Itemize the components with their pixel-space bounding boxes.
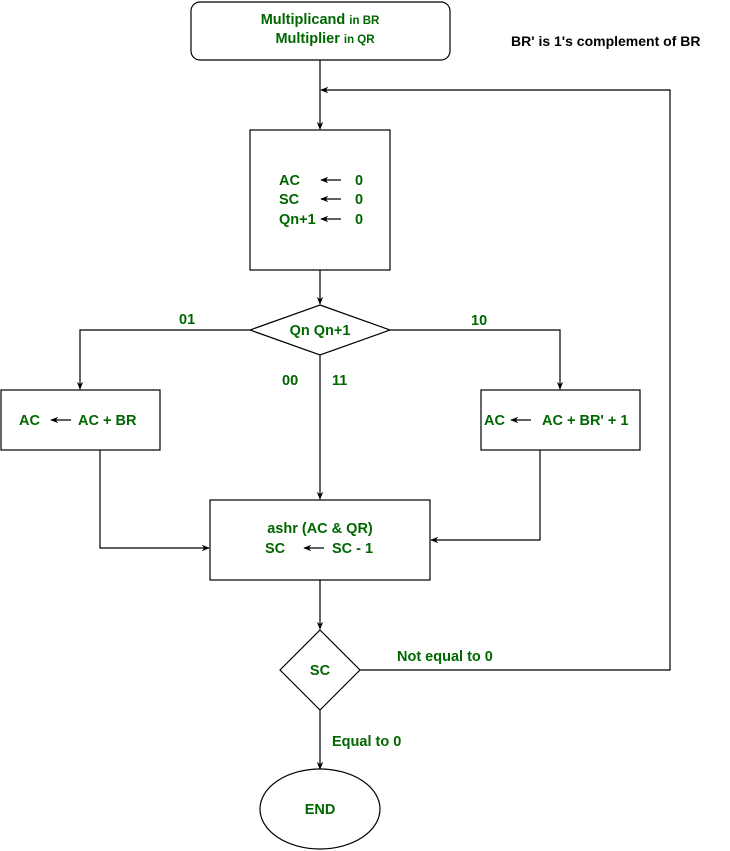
shift-box-rhs: SC - 1 <box>332 541 373 557</box>
qn-decision-label: Qn Qn+1 <box>290 323 351 339</box>
init-sc-value: 0 <box>355 192 363 208</box>
init-box <box>249 129 391 271</box>
equal-label: Equal to 0 <box>332 734 401 750</box>
flow-branch-01 <box>76 329 250 390</box>
add-box <box>0 389 161 451</box>
branch-10-label: 10 <box>471 313 487 329</box>
end-label: END <box>305 802 336 818</box>
add-box-lhs: AC <box>19 413 40 429</box>
subtract-box-rhs: AC + BR' + 1 <box>542 413 628 429</box>
not-equal-label: Not equal to 0 <box>397 649 493 665</box>
flow-add-to-shift <box>99 450 210 552</box>
complement-note: BR' is 1's complement of BR <box>511 33 700 49</box>
shift-box <box>209 499 431 581</box>
end-terminal <box>259 768 381 850</box>
init-qn1-value: 0 <box>355 212 363 228</box>
subtract-box-lhs: AC <box>484 413 505 429</box>
branch-01-label: 01 <box>179 312 195 328</box>
branch-00-label: 00 <box>282 373 298 389</box>
init-ac-value: 0 <box>355 173 363 189</box>
init-qn1-label: Qn+1 <box>279 212 316 228</box>
branch-11-label: 11 <box>332 373 347 389</box>
shift-box-lhs: SC <box>265 541 286 557</box>
flow-branch-10 <box>390 329 564 390</box>
subtract-box <box>480 389 641 451</box>
flow-loop-back <box>320 86 671 671</box>
init-ac-label: AC <box>279 173 300 189</box>
shift-box-ashr: ashr (AC & QR) <box>267 521 373 537</box>
add-box-rhs: AC + BR <box>78 413 137 429</box>
flow-subtract-to-shift <box>430 450 541 544</box>
sc-decision-label: SC <box>310 663 331 679</box>
init-sc-label: SC <box>279 192 300 208</box>
